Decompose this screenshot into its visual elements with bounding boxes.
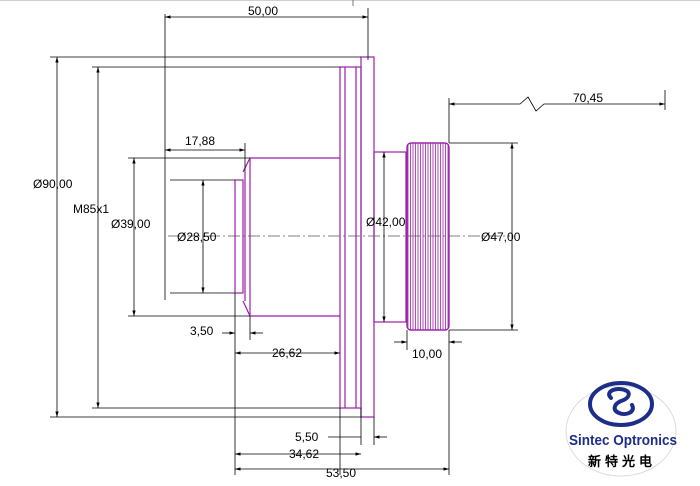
dim-outer-diameter: Ø90,00 <box>33 177 73 191</box>
dim-length-53-50: 53,50 <box>326 466 356 480</box>
dim-length-5-50: 5,50 <box>295 430 319 444</box>
knurled-knob <box>406 142 450 331</box>
dim-right-length: 70,45 <box>573 91 603 105</box>
dim-length-3-50: 3,50 <box>190 324 214 338</box>
neck <box>373 151 407 323</box>
dim-length-34-62: 34,62 <box>289 447 319 461</box>
lens-adapter-part <box>234 56 450 418</box>
dim-thread: M85x1 <box>73 202 109 216</box>
dim-diameter-39: Ø39,00 <box>111 217 151 231</box>
dim-step-length: 17,88 <box>185 134 215 148</box>
dim-diameter-42: Ø42,00 <box>366 215 406 229</box>
dim-diameter-47: Ø47,00 <box>481 230 521 244</box>
dim-diameter-28: Ø28,50 <box>177 230 217 244</box>
dimension-lines <box>50 8 666 475</box>
dim-top-length: 50,00 <box>248 4 278 18</box>
dim-length-26-62: 26,62 <box>272 346 302 360</box>
sintec-logo: Sintec Optronics 新特光电 <box>565 381 677 477</box>
rear-plate <box>360 56 375 418</box>
front-barrel <box>242 157 340 173</box>
front-lip <box>234 179 244 294</box>
logo-chinese-text: 新特光电 <box>588 454 656 470</box>
dim-length-10-00: 10,00 <box>412 347 442 361</box>
main-flange <box>339 66 362 409</box>
logo-brand-text: Sintec Optronics <box>569 432 677 449</box>
